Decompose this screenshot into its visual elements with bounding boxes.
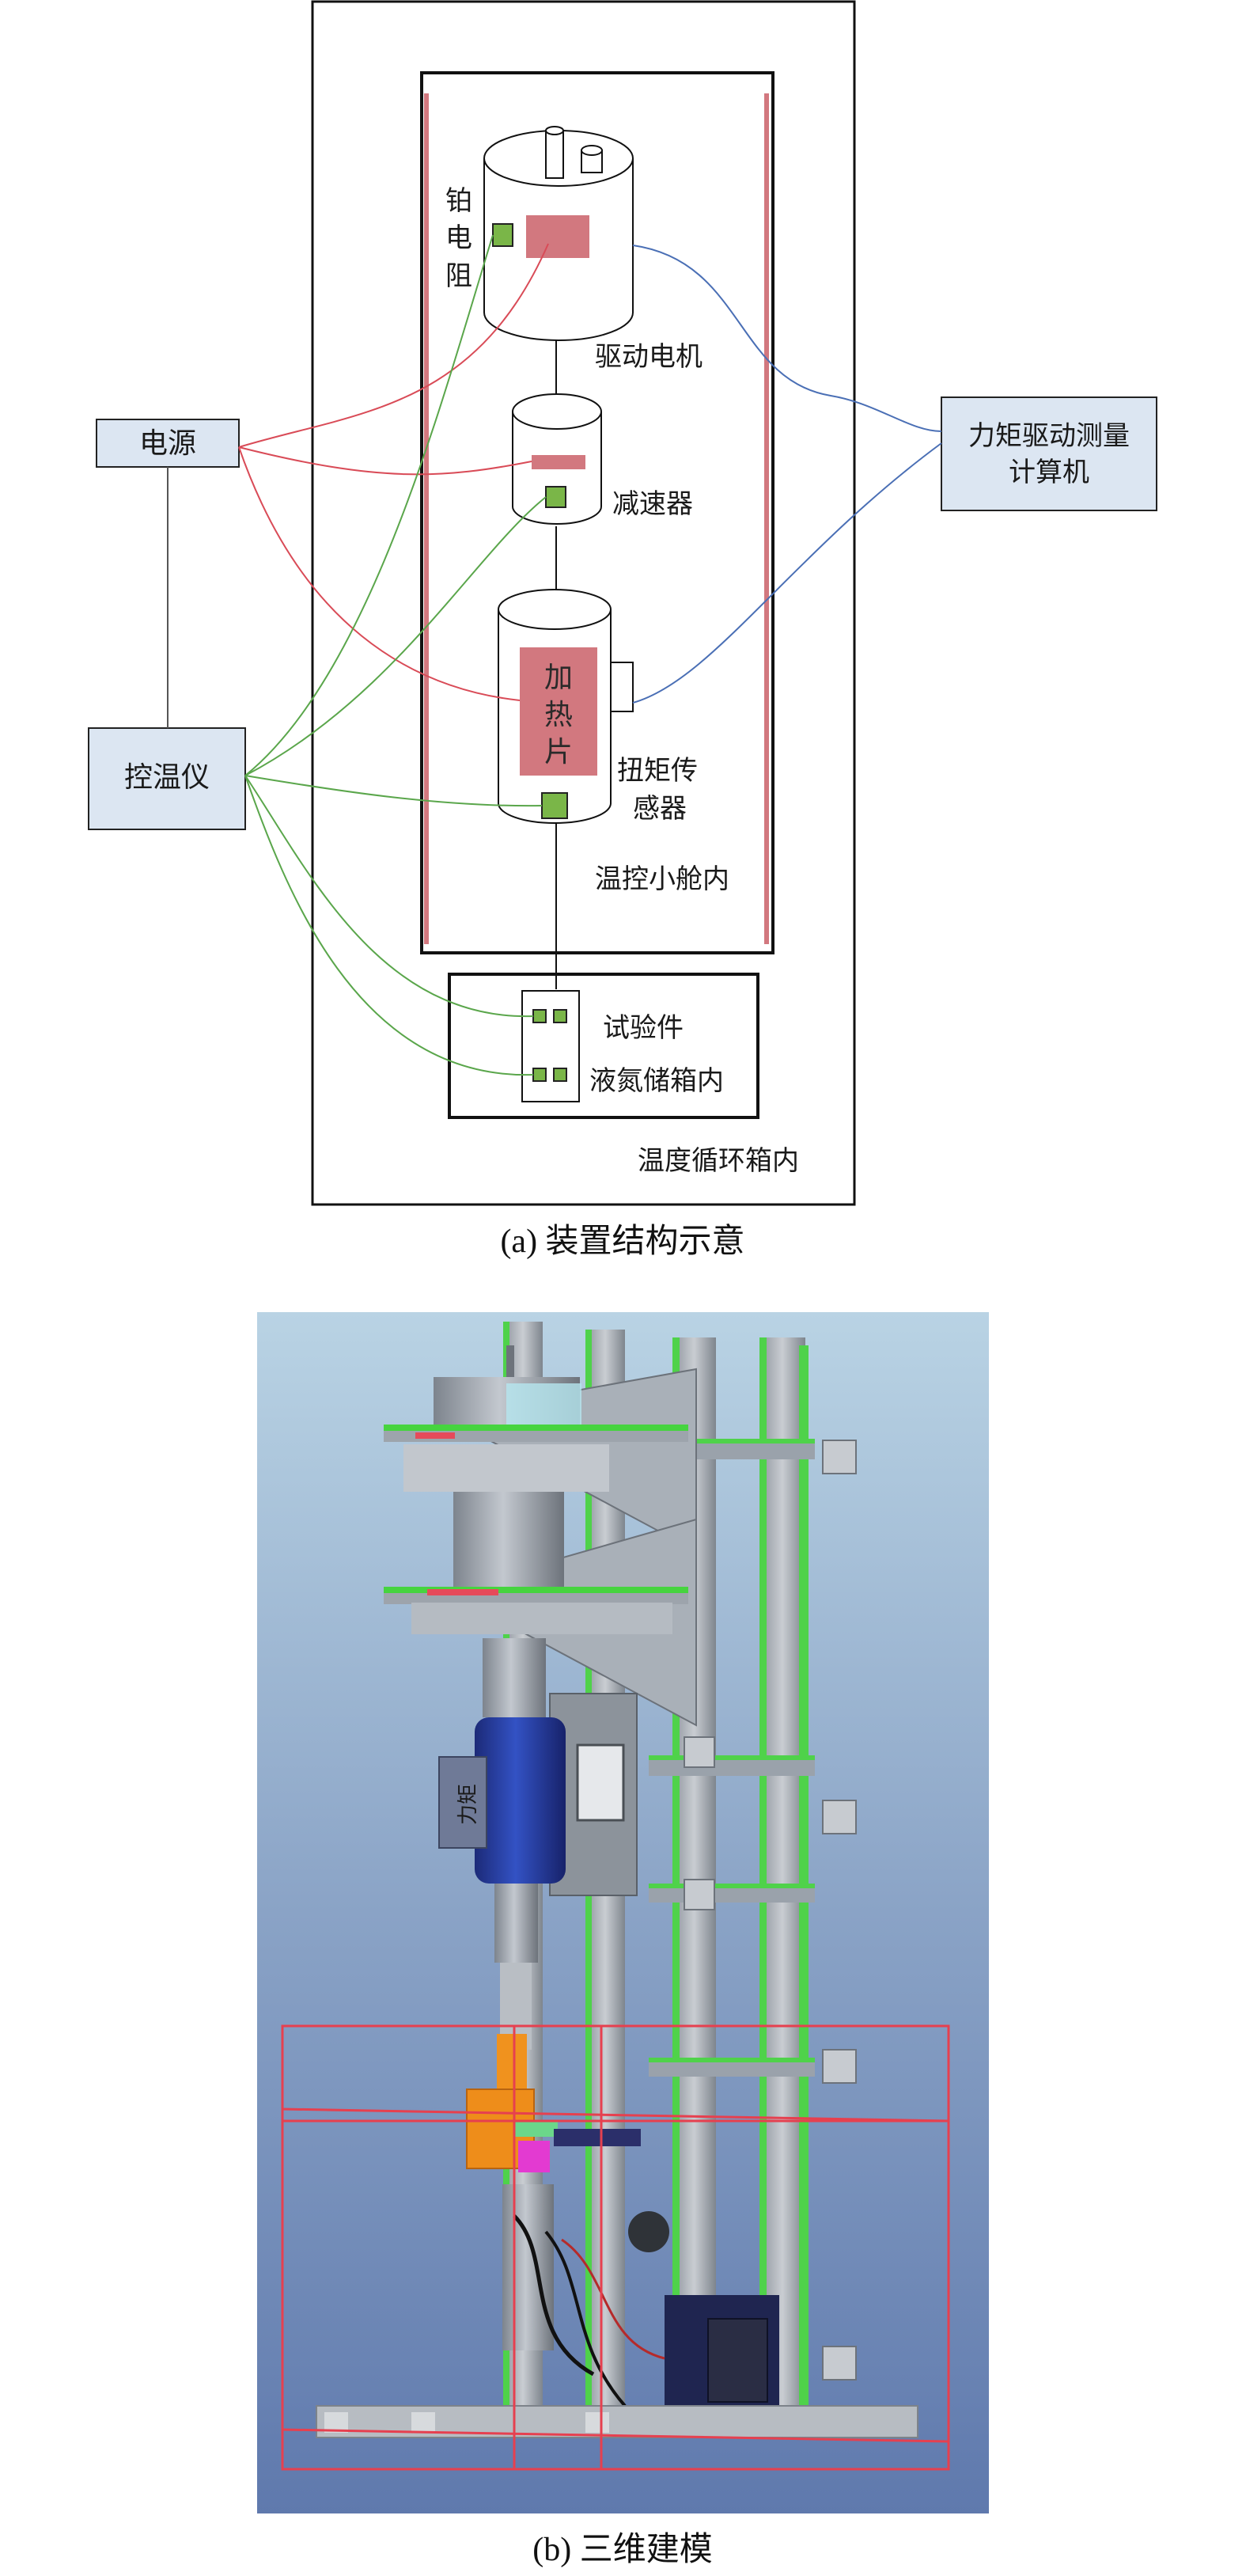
model-orange-clamp-top	[497, 2034, 527, 2089]
model-render: 力矩 (b) 三维建模	[257, 1312, 989, 2568]
model-sensor-clip	[576, 1743, 625, 1822]
model-drive-motor	[384, 1345, 688, 1634]
model-cable-1	[513, 2214, 595, 2377]
green-sensor-wires	[244, 234, 547, 1076]
reducer-heater-pad	[532, 455, 585, 469]
specimen-label: 试验件	[603, 1012, 684, 1044]
ln2-tank-box	[448, 973, 759, 1119]
model-sensor-text: 力矩	[456, 1784, 480, 1825]
motor-heater-pad	[526, 215, 589, 258]
model-green-block	[514, 2121, 558, 2137]
motor-pt-sensor	[492, 223, 513, 247]
torque-computer-label-1: 力矩驱动测量	[968, 420, 1130, 452]
model-wheel	[628, 2211, 669, 2252]
model-magenta-block	[518, 2141, 550, 2172]
model-coupling-upper	[483, 1638, 546, 1717]
model-cable-3	[561, 2238, 665, 2360]
schematic: 加 热 片 电源 控温仪 力矩驱动测量 计算机	[88, 0, 1157, 1260]
specimen-sensor-1	[532, 1009, 547, 1023]
sensor-heater-pad	[520, 647, 597, 776]
blue-signal-wires	[632, 245, 942, 704]
torque-sensor-label-2: 感器	[633, 793, 687, 825]
temperature-control-cabin	[420, 71, 774, 954]
pt-resistor-label-2: 电	[445, 222, 472, 254]
model-torque-sensor	[475, 1717, 566, 1884]
torque-computer-box	[941, 396, 1157, 511]
reducer	[512, 393, 602, 525]
specimen-sensor-4	[553, 1068, 567, 1082]
torque-computer-label-2: 计算机	[1009, 457, 1089, 488]
pt-resistor-label-1: 铂	[445, 185, 472, 217]
heater-label-3: 片	[544, 736, 573, 768]
model-cable-2	[544, 2230, 627, 2407]
temperature-cycle-box	[311, 0, 856, 1206]
cabin-heater-stripe-left	[424, 93, 429, 944]
drive-motor	[483, 126, 634, 341]
reducer-label: 减速器	[612, 488, 693, 520]
model-sensor-side-panel	[438, 1756, 487, 1849]
model-dark-arm	[554, 2129, 641, 2146]
torque-sensor: 加 热 片	[498, 589, 634, 824]
small-cabin-label: 温控小舱内	[595, 863, 729, 895]
specimen-holder	[521, 990, 580, 1102]
drive-motor-label: 驱动电机	[595, 341, 703, 373]
temp-controller-label: 控温仪	[124, 761, 210, 794]
caption-b: (b) 三维建模	[532, 2532, 712, 2568]
sensor-pt-sensor	[541, 792, 568, 819]
ln2-tank-label: 液氮储箱内	[589, 1065, 724, 1097]
cabin-heater-stripe-right	[764, 93, 769, 944]
pt-resistor-label-3: 阻	[445, 260, 472, 292]
reducer-pt-sensor	[545, 486, 566, 508]
model-dark-box-plate	[707, 2318, 768, 2403]
heater-label-1: 加	[544, 662, 573, 694]
temp-controller-box	[88, 727, 246, 830]
model-lower-cylinder	[502, 2184, 554, 2350]
model-coupling-lower	[494, 1884, 538, 1963]
heater-label-2: 热	[544, 699, 573, 731]
torque-sensor-label-1: 扭矩传	[617, 755, 698, 787]
specimen-sensor-2	[553, 1009, 567, 1023]
model-wireframe-boxes	[281, 2024, 950, 2471]
power-supply-label: 电源	[139, 427, 196, 460]
caption-a: (a) 装置结构示意	[500, 1223, 744, 1260]
specimen-sensor-3	[532, 1068, 547, 1082]
red-power-wires	[238, 243, 549, 701]
cycle-box-label: 温度循环箱内	[638, 1145, 799, 1177]
